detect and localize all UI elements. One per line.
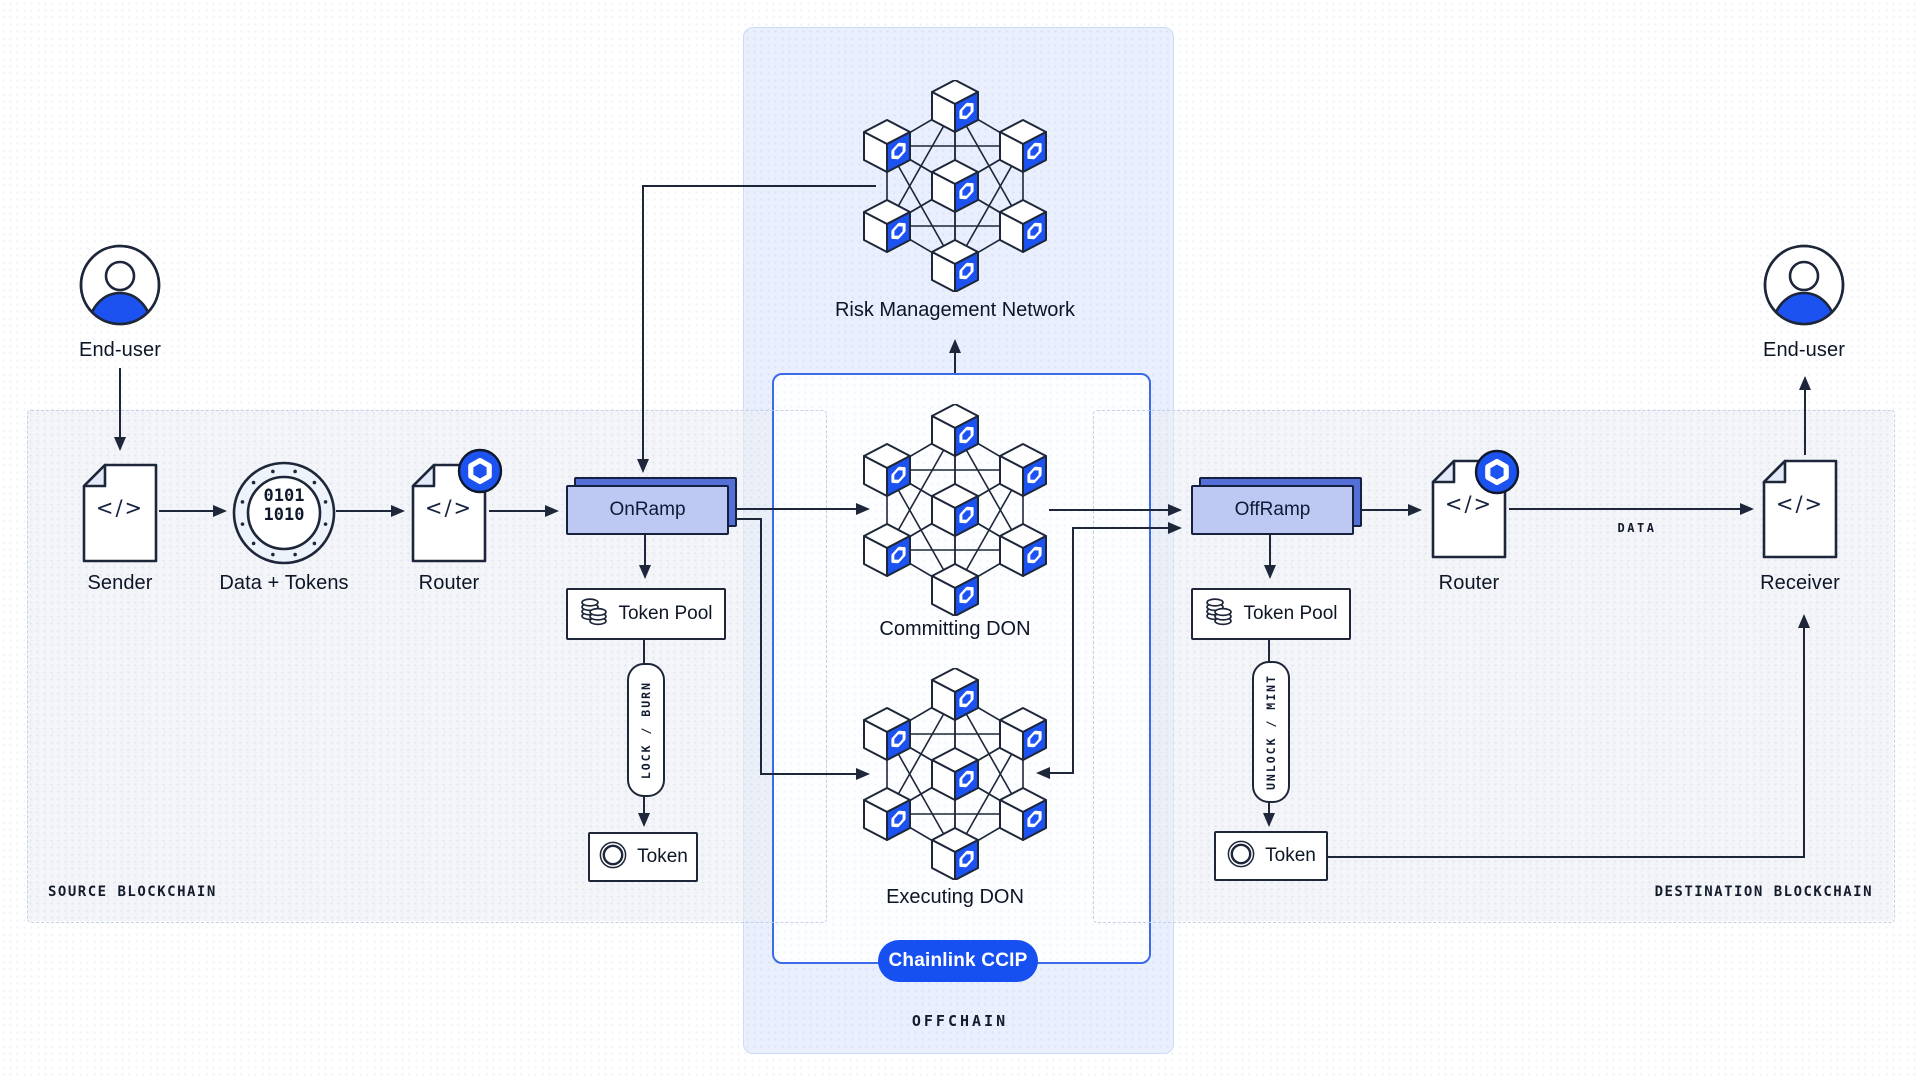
coins-icon: [579, 597, 609, 632]
receiver-contract-icon: </>: [1761, 458, 1839, 565]
source-blockchain-label: SOURCE BLOCKCHAIN: [48, 884, 217, 900]
executing-don-label: Executing DON: [886, 886, 1024, 908]
end-user-label-right: End-user: [1763, 339, 1845, 361]
destination-blockchain-label: DESTINATION BLOCKCHAIN: [1654, 884, 1873, 900]
token-icon: [1226, 839, 1256, 874]
risk-management-network-icon: [860, 79, 1050, 297]
token-label-left: Token: [637, 846, 688, 867]
sender-label: Sender: [87, 572, 153, 594]
router-label-left: Router: [418, 572, 480, 594]
onramp-box: OnRamp: [566, 485, 729, 535]
offramp-label: OffRamp: [1234, 499, 1311, 520]
token-icon: [598, 840, 628, 875]
unlock-mint-label: UNLOCK / MINT: [1264, 673, 1278, 790]
committing-don-icon: [860, 403, 1050, 621]
coins-icon: [1204, 597, 1234, 632]
token-box-right: Token: [1214, 831, 1328, 881]
end-user-avatar-right: [1762, 243, 1846, 332]
token-label-right: Token: [1265, 845, 1316, 866]
binary-text: 0101 1010: [263, 486, 305, 525]
end-user-avatar-left: [78, 243, 162, 332]
chainlink-ccip-badge: Chainlink CCIP: [878, 940, 1038, 982]
offramp-box: OffRamp: [1191, 485, 1354, 535]
data-tokens-label: Data + Tokens: [219, 572, 349, 594]
router-label-right: Router: [1438, 572, 1500, 594]
lock-burn-pill: LOCK / BURN: [627, 663, 665, 797]
unlock-mint-pill: UNLOCK / MINT: [1252, 661, 1290, 803]
token-box-left: Token: [588, 832, 698, 882]
end-user-label-left: End-user: [79, 339, 161, 361]
token-pool-label-right: Token Pool: [1243, 603, 1338, 624]
sender-contract-icon: </>: [81, 462, 159, 569]
data-edge-label: DATA: [1617, 521, 1657, 535]
executing-don-icon: [860, 667, 1050, 885]
token-pool-box-left: Token Pool: [566, 588, 726, 640]
committing-don-label: Committing DON: [879, 618, 1031, 640]
token-pool-label-left: Token Pool: [618, 603, 713, 624]
offchain-zone-label: OFFCHAIN: [911, 1012, 1009, 1030]
token-pool-box-right: Token Pool: [1191, 588, 1351, 640]
chainlink-ccip-label: Chainlink CCIP: [888, 950, 1028, 971]
onramp-label: OnRamp: [609, 499, 686, 520]
chainlink-badge-icon: [457, 448, 503, 499]
receiver-label: Receiver: [1760, 572, 1840, 594]
risk-management-network-label: Risk Management Network: [834, 299, 1076, 321]
data-tokens-icon: 0101 1010: [232, 461, 336, 565]
chainlink-badge-icon: [1474, 449, 1520, 500]
lock-burn-label: LOCK / BURN: [639, 680, 653, 780]
